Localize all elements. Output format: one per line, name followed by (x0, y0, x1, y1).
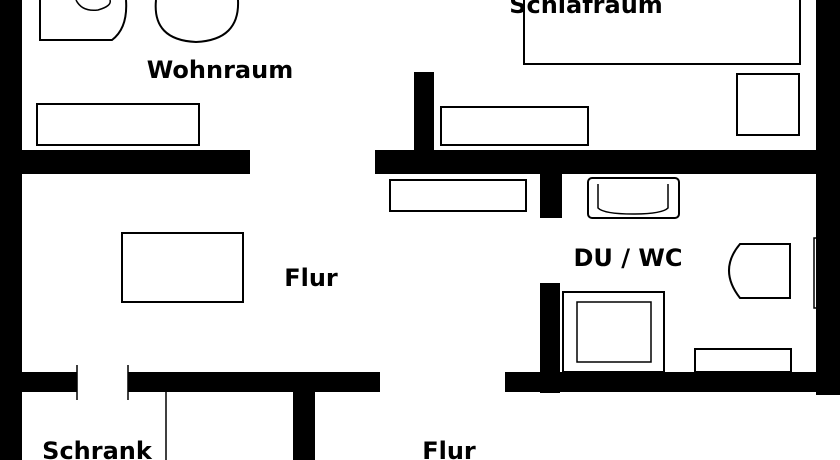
schlafraum-furniture (440, 0, 801, 146)
bath-window (813, 237, 833, 309)
label-du-wc: DU / WC (574, 244, 683, 272)
wall-schlafraum-flur (375, 150, 816, 174)
wall-schlafraum-stub (414, 72, 434, 162)
schlafraum-dresser (440, 106, 589, 146)
wall-lower-left (22, 372, 77, 392)
sink (587, 177, 680, 219)
bath-shelf (694, 348, 792, 373)
label-flur-lower: Flur (422, 437, 476, 460)
armchair-left-inner (75, 0, 111, 12)
wall-bath-stub (540, 174, 562, 218)
label-schrank: Schrank (42, 437, 153, 460)
wohnraum-furniture (36, 0, 240, 146)
openings (76, 237, 833, 400)
flur-furniture (121, 179, 527, 460)
sink-basin (597, 184, 669, 215)
bath-fixtures (562, 177, 792, 373)
bed (523, 0, 801, 65)
wall-lower-stub (293, 392, 315, 460)
toilet (728, 243, 791, 299)
outer-wall-left (0, 0, 22, 460)
shower-tray-inner (576, 301, 652, 363)
flur-cabinet (389, 179, 527, 212)
wall-bath-left (540, 283, 560, 393)
outer-wall-right (816, 0, 840, 395)
label-wohnraum: Wohnraum (147, 56, 293, 84)
flur-table (121, 232, 244, 303)
armchair-left (39, 0, 128, 41)
shower-tray (562, 291, 665, 373)
wall-lower-middle (128, 372, 380, 392)
label-flur-main: Flur (284, 264, 338, 292)
wohnraum-shelf (36, 103, 200, 146)
wall-bath-bottom (505, 372, 816, 392)
label-schlafraum: Schlafraum (509, 0, 663, 19)
nightstand (736, 73, 800, 136)
wall-wohnraum-flur (22, 150, 250, 174)
armchair-right (154, 0, 240, 44)
room-labels: Wohnraum Schlafraum Flur DU / WC Schrank… (42, 0, 682, 460)
